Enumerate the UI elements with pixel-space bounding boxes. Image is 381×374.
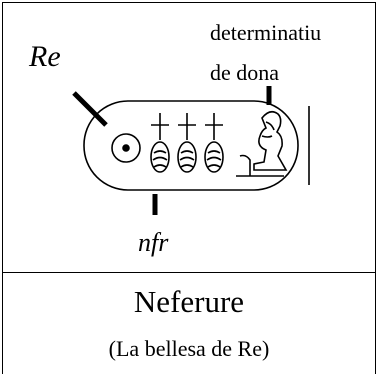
- sun-disk-dot: [122, 144, 130, 152]
- nfr-glyph-2: [177, 113, 197, 173]
- name-title: Neferure: [133, 284, 245, 319]
- cartouche-outline: [83, 100, 299, 191]
- nfr-label: nfr: [138, 228, 169, 257]
- determinative-label-line1: determinatiu: [210, 20, 322, 45]
- table-divider: [2, 272, 376, 273]
- nfr-glyph-3: [204, 113, 224, 173]
- sun-disk-glyph: [111, 133, 141, 163]
- nfr-glyph-1: [150, 113, 170, 173]
- determinative-label-line2: de dona: [210, 60, 280, 85]
- table-frame: [2, 2, 376, 374]
- re-pointer-line: [72, 91, 108, 127]
- seated-woman-glyph: [236, 110, 288, 177]
- re-label: Re: [29, 40, 61, 73]
- name-meaning: (La bellesa de Re): [108, 336, 270, 361]
